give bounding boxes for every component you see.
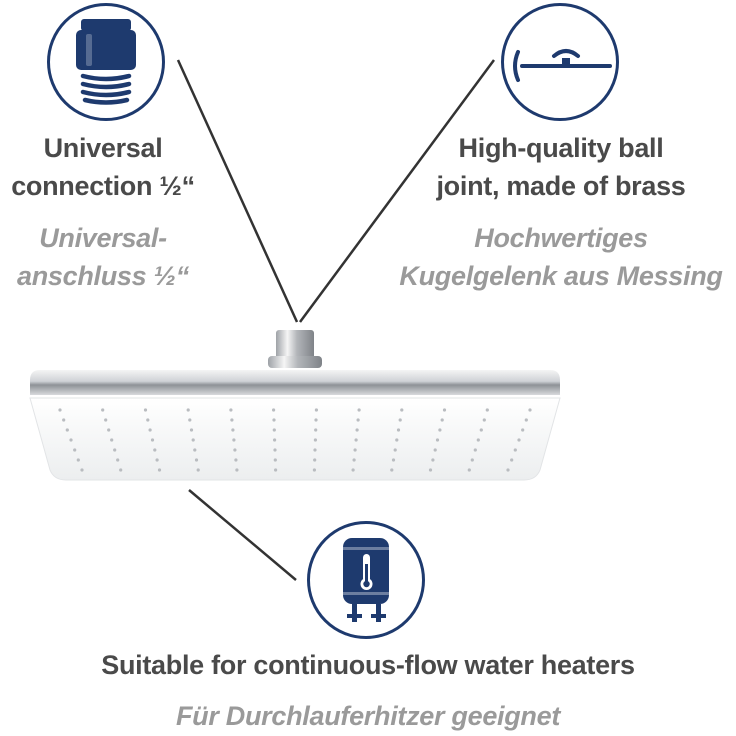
feature-connection-label-en: Universal connection ½“ bbox=[11, 133, 195, 201]
feature-water-heater-label-de: Für Durchlauferhitzer geeignet bbox=[175, 701, 561, 731]
ball-joint-icon bbox=[513, 49, 612, 82]
feature-connection-badge bbox=[47, 3, 165, 121]
connection-thread-icon bbox=[76, 19, 136, 105]
feature-water-heater-badge bbox=[307, 521, 425, 639]
feature-water-heater-label-en: Suitable for continuous-flow water heate… bbox=[101, 650, 635, 680]
feature-connection-label-de: Universal- anschluss ½“ bbox=[17, 223, 189, 291]
water-heater-icon bbox=[343, 538, 389, 622]
feature-ball-joint-label-en: High-quality ball joint, made of brass bbox=[436, 133, 686, 201]
feature-ball-joint-label-de: Hochwertiges Kugelgelenk aus Messing bbox=[399, 223, 723, 291]
feature-ball-joint-badge bbox=[501, 3, 619, 121]
